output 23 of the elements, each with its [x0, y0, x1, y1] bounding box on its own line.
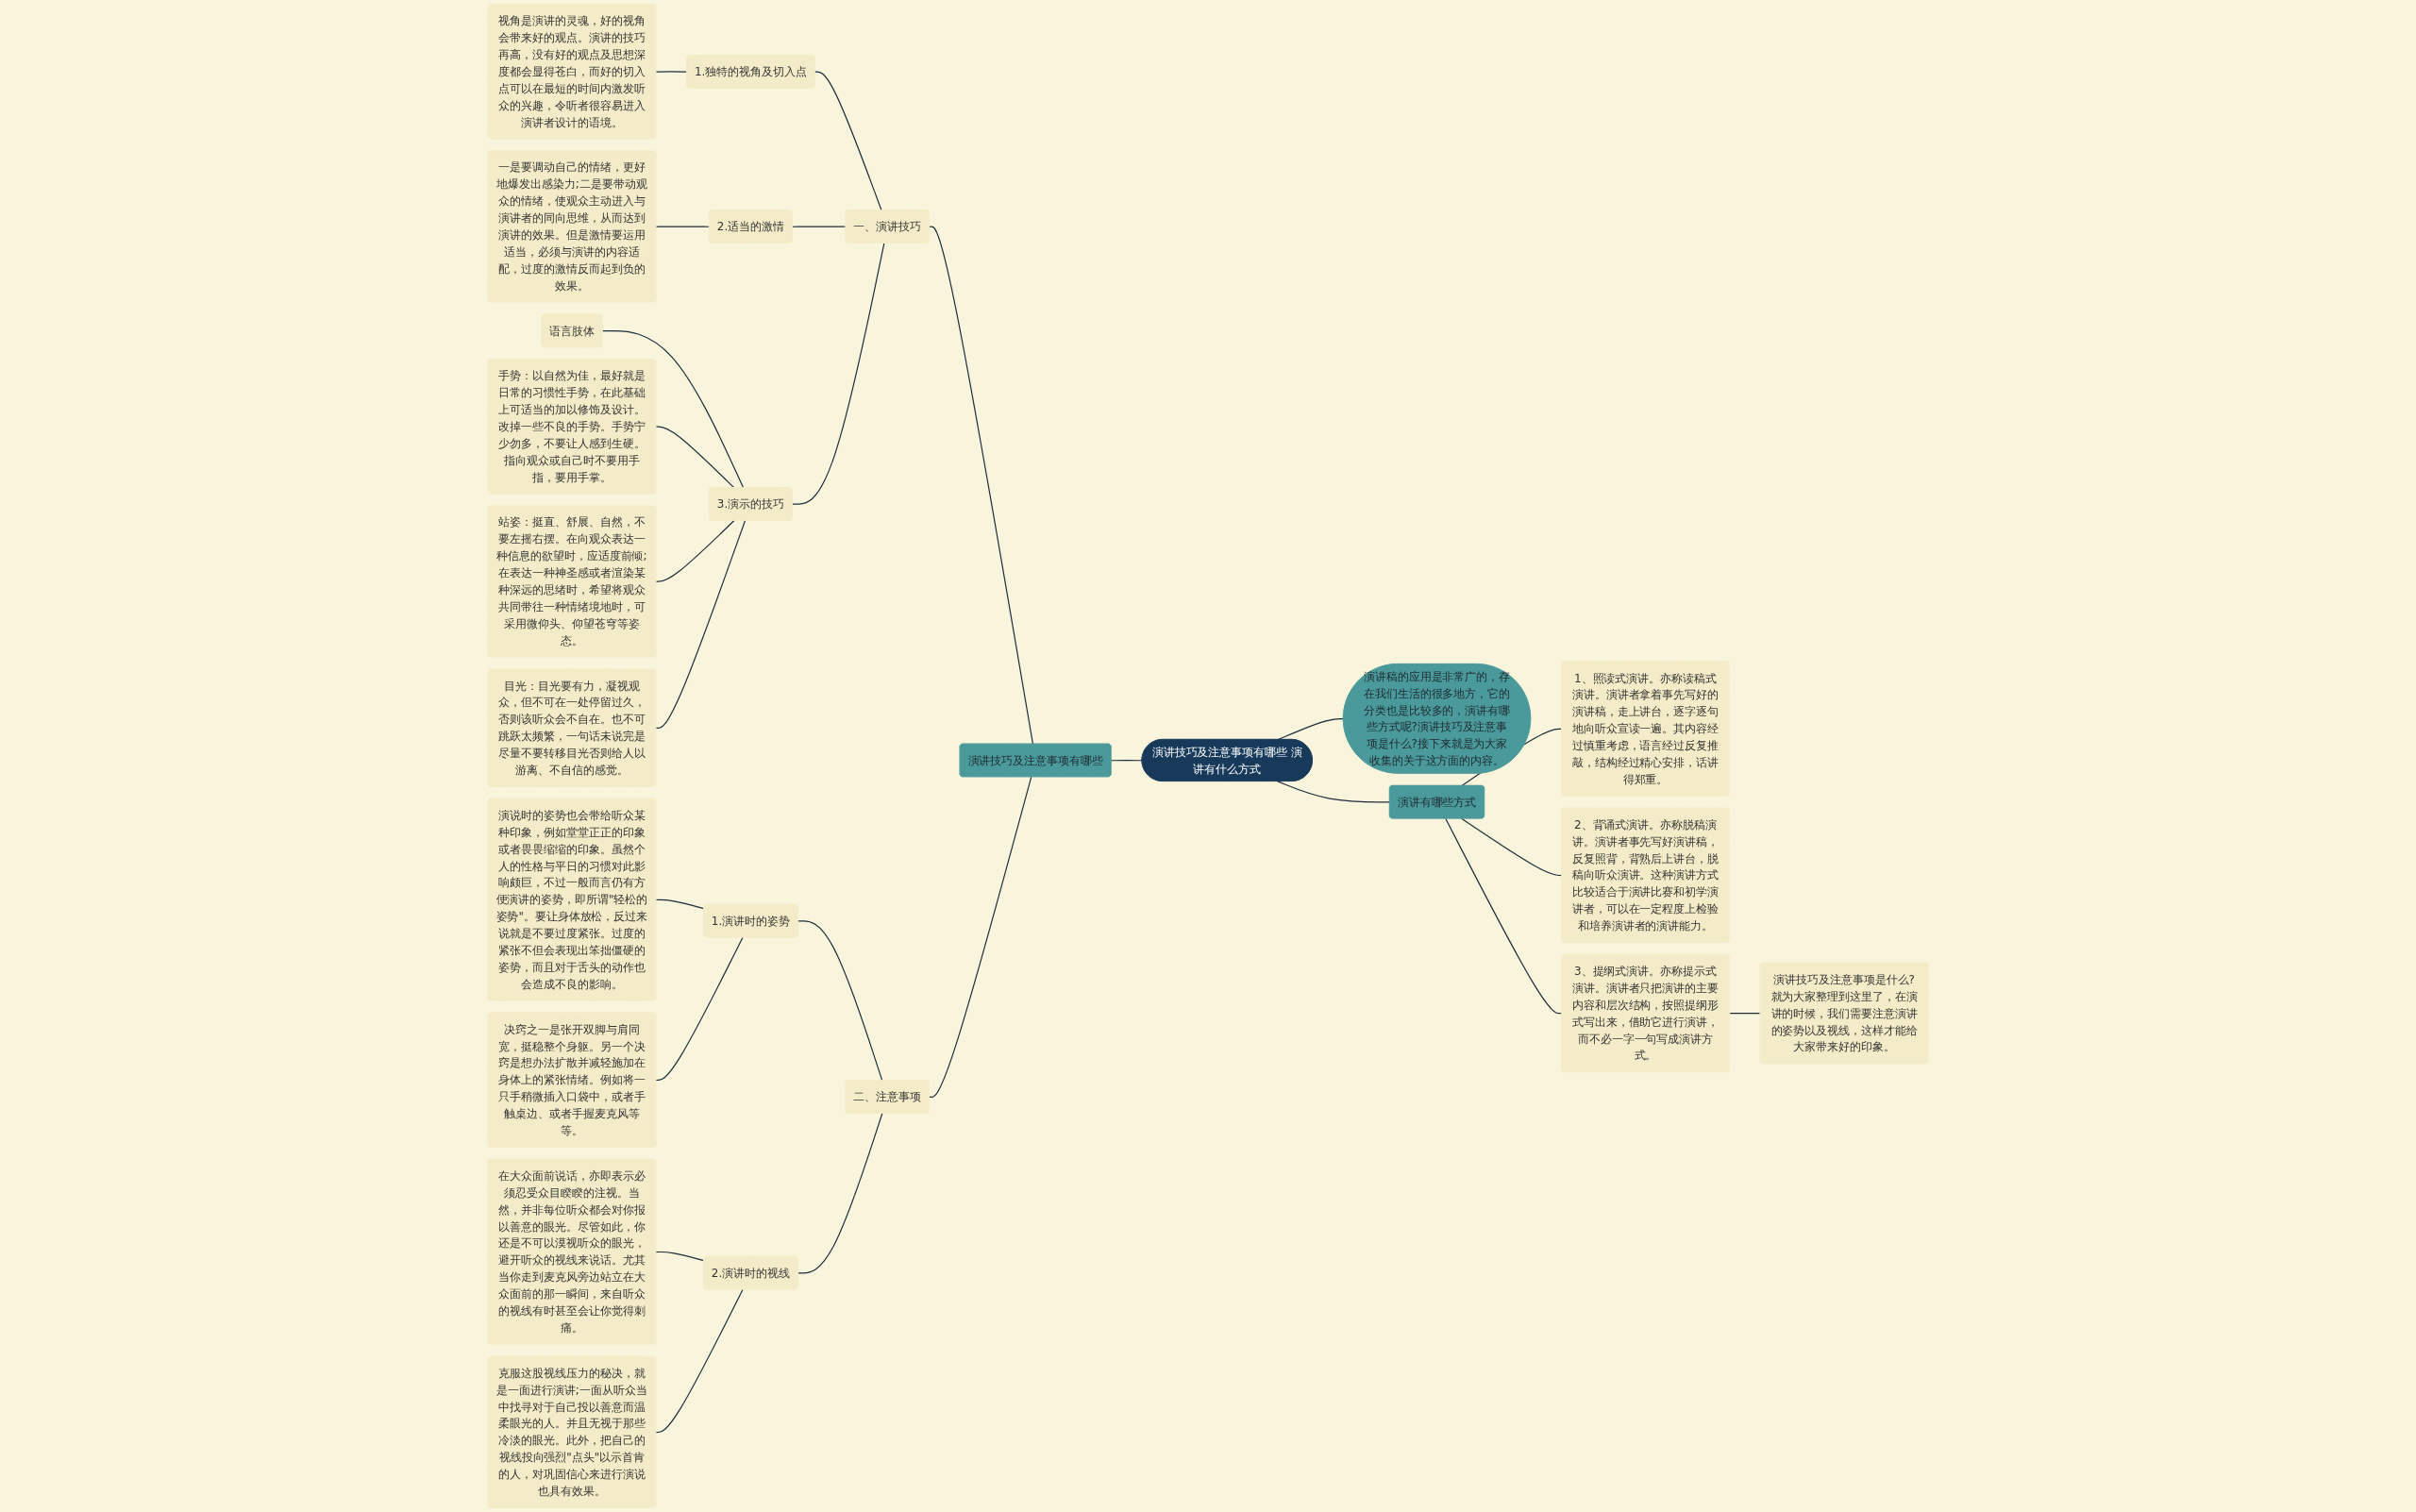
connector [655, 899, 705, 910]
connector [1277, 717, 1345, 741]
connector [655, 936, 744, 1082]
connector [655, 1288, 744, 1434]
connector [655, 226, 711, 227]
connector [655, 519, 735, 582]
connector [792, 242, 885, 505]
connector [1445, 817, 1563, 1015]
connector [1729, 1012, 1762, 1015]
connector [929, 776, 1032, 1098]
connector [797, 1113, 883, 1274]
connector [655, 426, 735, 489]
connector [655, 519, 747, 730]
connector [1461, 817, 1563, 877]
connector [797, 920, 883, 1082]
connector [929, 226, 1034, 746]
connector [655, 1251, 705, 1262]
connector [792, 226, 847, 227]
connector [601, 330, 745, 489]
connector [1277, 781, 1391, 803]
connector [814, 71, 882, 211]
connector [1110, 760, 1143, 762]
connector [655, 71, 688, 73]
